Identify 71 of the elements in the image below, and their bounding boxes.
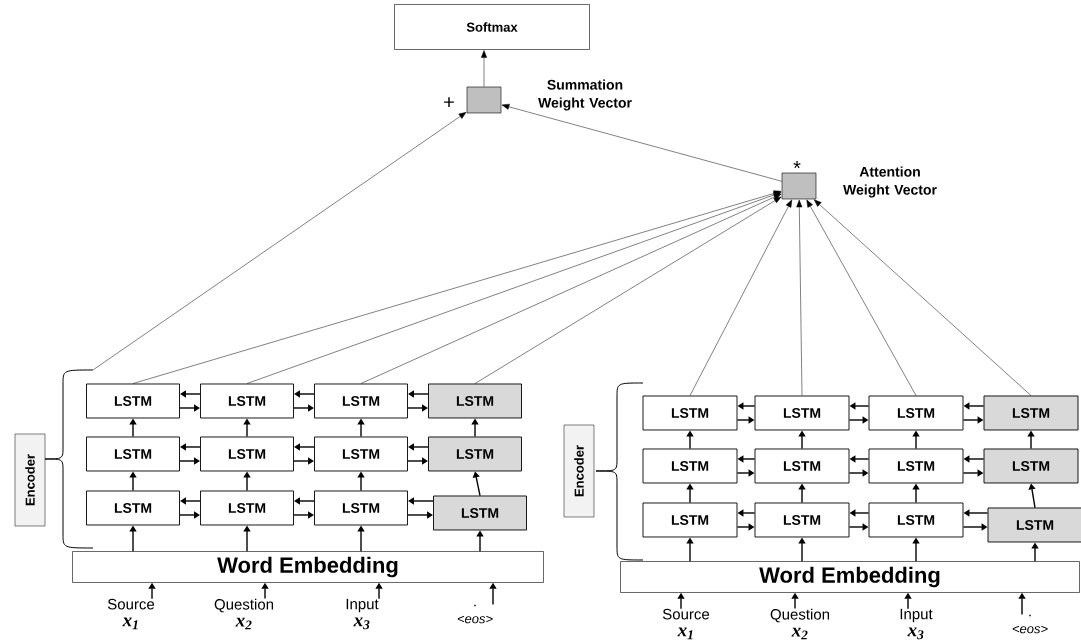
- lstm-box: LSTM: [314, 383, 408, 419]
- lstm-box: LSTM: [983, 448, 1079, 484]
- arrow: [179, 457, 200, 465]
- lstm-box: LSTM: [86, 490, 180, 526]
- arrow: [407, 457, 428, 465]
- arrow: [408, 390, 429, 398]
- lstm-box: LSTM: [314, 490, 408, 526]
- encoder-label: Encoder: [563, 424, 595, 518]
- arrow: [407, 404, 428, 412]
- operator-symbol: +: [444, 97, 454, 107]
- input-token: Source x$_{1}$: [662, 608, 710, 640]
- arrow: [408, 443, 429, 451]
- arrow: [293, 511, 314, 519]
- embedding-bar: Word Embedding: [620, 561, 1080, 593]
- arrow: [294, 390, 315, 398]
- input-token: Input x$_{3}$: [900, 608, 933, 640]
- lstm-box: LSTM: [428, 436, 522, 472]
- arrow: [246, 191, 782, 384]
- arrow: [293, 404, 314, 412]
- input-token: Source x$_{1}$: [107, 598, 155, 630]
- lstm-box: LSTM: [754, 395, 850, 431]
- lstm-box: LSTM: [86, 383, 180, 419]
- lstm-box: LSTM: [433, 495, 527, 531]
- box-label: Summation Weight Vector: [538, 79, 632, 111]
- lstm-box: LSTM: [868, 395, 964, 431]
- input-token: Question x$_{2}$: [770, 608, 830, 640]
- arrow: [179, 404, 200, 412]
- arrow: [132, 190, 782, 384]
- arrow: [92, 112, 467, 371]
- arrow: [481, 50, 487, 87]
- arrow: [180, 497, 201, 505]
- arrow: [180, 443, 201, 451]
- lstm-box: LSTM: [868, 448, 964, 484]
- arrow: [294, 443, 315, 451]
- arrow: [689, 199, 792, 396]
- arrow: [806, 199, 917, 396]
- box-label: Attention Weight Vector: [843, 166, 937, 198]
- lstm-box: LSTM: [200, 436, 294, 472]
- lstm-box: LSTM: [642, 448, 738, 484]
- lstm-box: LSTM: [983, 395, 1079, 431]
- embedding-bar: Word Embedding: [72, 551, 544, 583]
- lstm-box: LSTM: [868, 502, 964, 538]
- input-token: . <eos>: [457, 604, 493, 624]
- operator-symbol: *: [793, 161, 801, 169]
- output-box: Softmax: [394, 4, 590, 50]
- arrow: [408, 497, 434, 505]
- input-token: . <eos>: [1012, 614, 1048, 634]
- arrow: [814, 199, 1032, 396]
- lstm-box: LSTM: [754, 448, 850, 484]
- lstm-box: LSTM: [642, 502, 738, 538]
- brace: [44, 369, 94, 549]
- lstm-box: LSTM: [200, 490, 294, 526]
- lstm-box: LSTM: [754, 502, 850, 538]
- arrow: [179, 511, 200, 519]
- encoder-label: Encoder: [14, 433, 46, 527]
- lstm-box: LSTM: [987, 507, 1081, 543]
- arrow: [474, 196, 782, 384]
- lstm-box: LSTM: [428, 383, 522, 419]
- lstm-box: LSTM: [642, 395, 738, 431]
- lstm-box: LSTM: [86, 436, 180, 472]
- input-token: Question x$_{2}$: [214, 598, 274, 630]
- input-token: Input x$_{3}$: [346, 598, 379, 630]
- arrow: [294, 497, 315, 505]
- arrow: [360, 193, 782, 384]
- arrow: [180, 390, 201, 398]
- arrow: [407, 511, 433, 519]
- lstm-box: LSTM: [200, 383, 294, 419]
- arrow: [796, 199, 803, 396]
- arrow: [501, 103, 782, 182]
- lstm-box: LSTM: [314, 436, 408, 472]
- arrow: [293, 457, 314, 465]
